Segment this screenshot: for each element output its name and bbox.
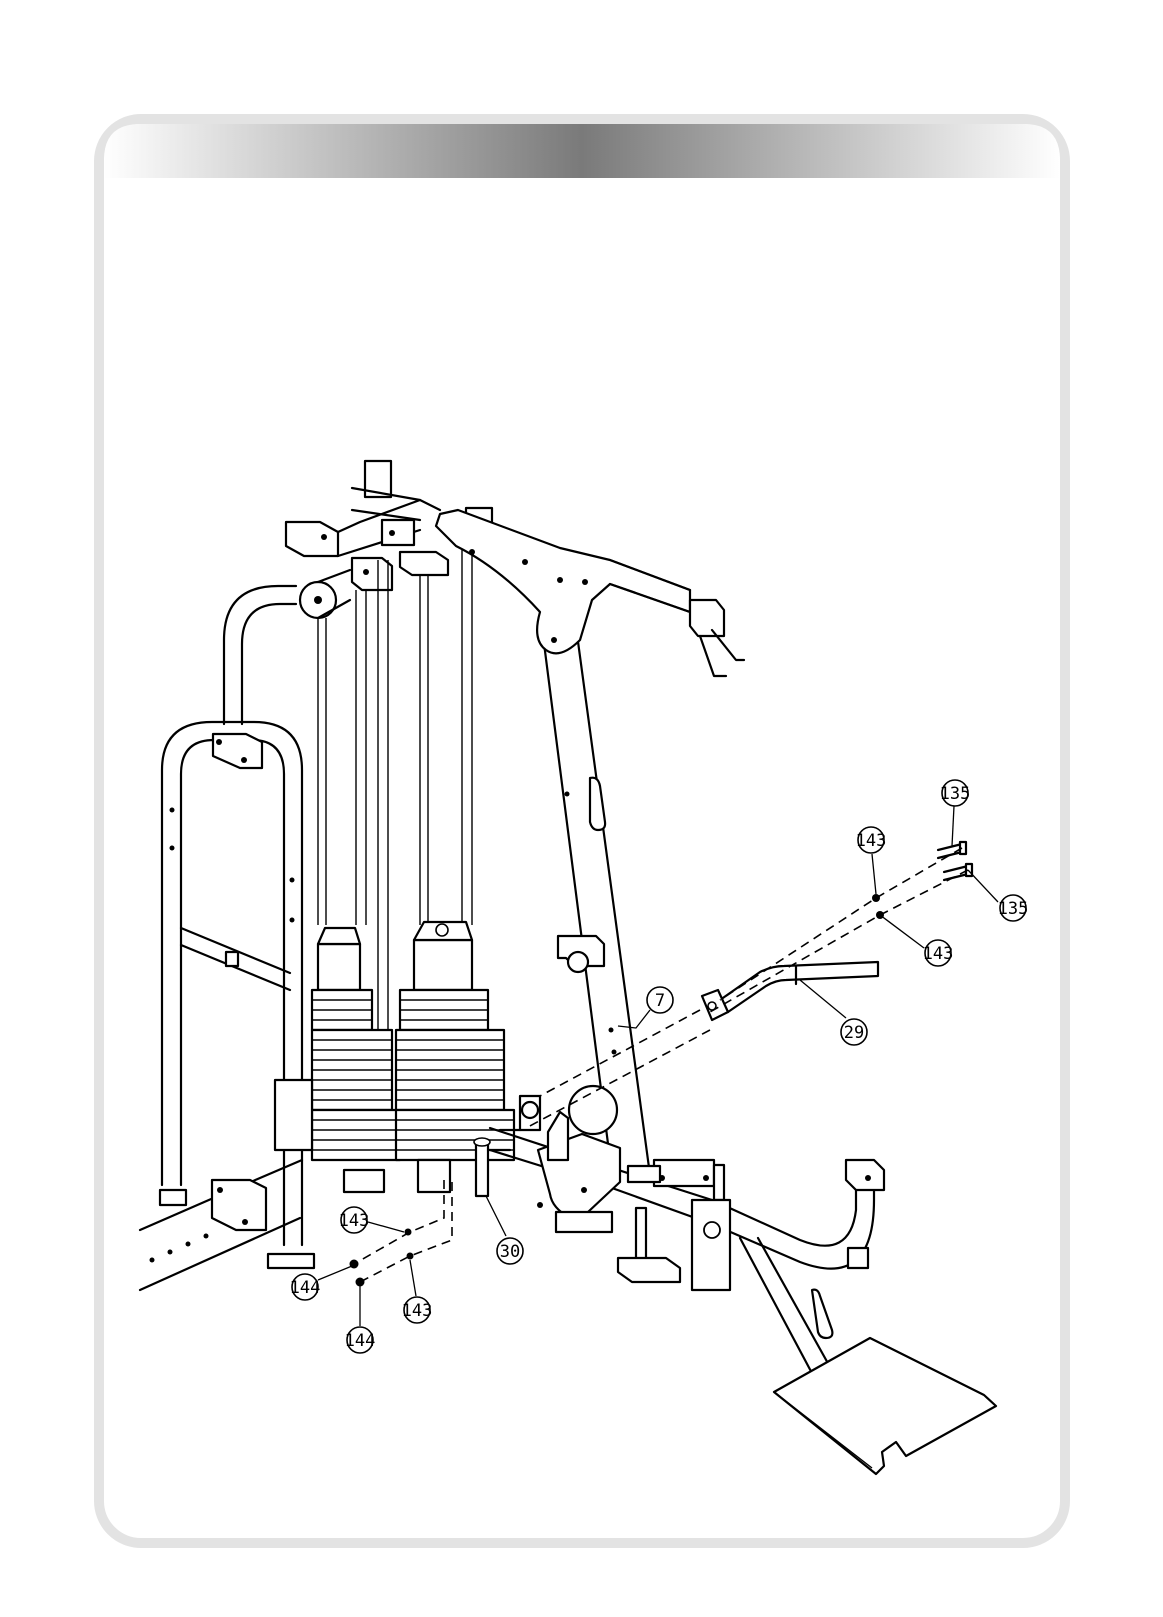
weight-horn [714, 1165, 724, 1200]
header-band [104, 124, 1060, 179]
svg-text:144: 144 [290, 1278, 321, 1298]
svg-text:144: 144 [345, 1331, 376, 1351]
top-beam-cap [352, 558, 392, 590]
svg-text:29: 29 [844, 1023, 864, 1043]
lower-end-cap [846, 1160, 884, 1190]
left-rear-foot [268, 1254, 314, 1268]
svg-text:143: 143 [339, 1211, 370, 1231]
svg-text:135: 135 [998, 899, 1029, 919]
page-frame [99, 119, 1065, 1543]
weight-horn-low [636, 1208, 646, 1260]
washer-part-143-bottom-b [407, 1253, 414, 1260]
svg-text:143: 143 [402, 1301, 433, 1321]
svg-text:30: 30 [500, 1242, 520, 1262]
svg-text:143: 143 [923, 944, 954, 964]
left-foot [160, 1190, 186, 1205]
svg-text:7: 7 [655, 991, 665, 1011]
svg-text:143: 143 [856, 831, 887, 851]
top-press-handle-block [690, 600, 724, 636]
top-beam-left [286, 522, 338, 556]
nut-part-144-b [356, 1278, 365, 1287]
pin-part-30 [476, 1142, 488, 1196]
washer-part-143-upper [872, 894, 880, 902]
svg-text:135: 135 [940, 784, 971, 804]
